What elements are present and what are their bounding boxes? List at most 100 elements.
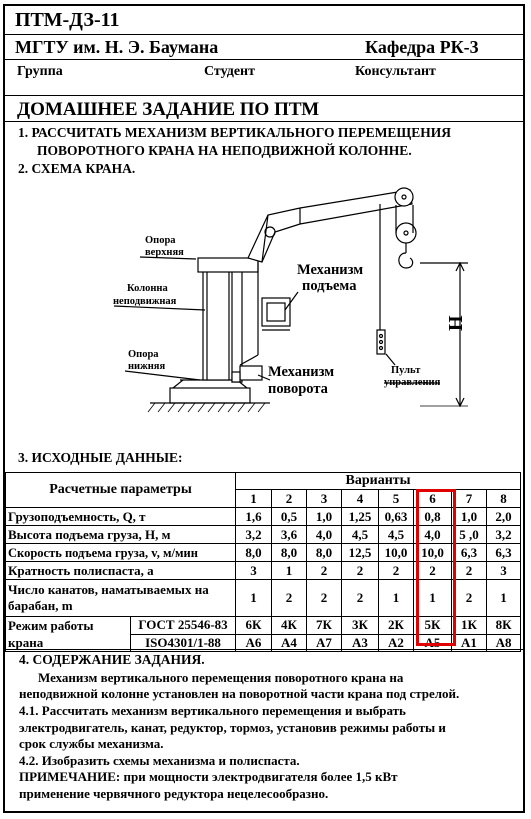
cell: 6К [235,616,272,635]
header-university-row: МГТУ им. Н. Э. Баумана Кафедра РК-3 [5,35,525,60]
header-code-row: ПТМ-ДЗ-11 [5,6,525,35]
cell: А2 [378,633,414,652]
cell: 3 [235,561,272,580]
cell: 0,8 [413,507,452,526]
parameters-table: Расчетные параметры Варианты 1 2 3 4 5 6… [5,472,522,652]
cell: 4К [271,616,307,635]
cell: 3,6 [271,525,307,544]
department-name: Кафедра РК-3 [365,37,479,57]
cell: 1 [235,579,272,617]
cell: 0,5 [271,507,307,526]
cell: 2 [451,561,487,580]
cell: А6 [235,633,272,652]
row-label: Грузоподъемность, Q, т [5,507,236,526]
content-p2-line3: срок службы механизма. [19,736,164,751]
content-p2-line1: 4.1. Рассчитать механизм вертикального п… [19,703,406,718]
row-label: Кратность полиспаста, a [5,561,236,580]
university-name: МГТУ им. Н. Э. Баумана [15,37,219,57]
title-row: ДОМАШНЕЕ ЗАДАНИЕ ПО ПТМ [5,96,525,122]
cell: 8,0 [271,543,307,562]
cell: 6,3 [485,543,522,562]
cell: 2 [341,579,379,617]
cell: 3К [341,616,379,635]
cell: 2 [341,561,379,580]
cell: 0,63 [378,507,414,526]
content-p3: 4.2. Изобразить схемы механизма и полисп… [19,753,300,768]
cell: 12,5 [341,543,379,562]
doc-code: ПТМ-ДЗ-11 [15,9,120,31]
cell: 8К [485,616,522,635]
variant-6-highlight [416,489,456,646]
content-p1-line1: Механизм вертикального перемещения повор… [38,670,404,685]
row-label: Число канатов, наматываемых на барабан, … [5,579,236,617]
cell: 4,5 [341,525,379,544]
crane-diagram: Опора верхняя Колонна неподвижная Опора … [113,187,468,413]
cell: 4,5 [378,525,414,544]
label-control-1: Пульт [391,365,421,376]
label-support-top-1: Опора [145,235,176,246]
cell: 1,0 [306,507,342,526]
variant-number: 3 [306,489,342,508]
cell: 1 [485,579,522,617]
row-label: Высота подъема груза, Н, м [5,525,236,544]
cell: 4,0 [413,525,452,544]
note-text: при мощности электродвигателя более 1,5 … [120,769,398,784]
label-support-bottom-1: Опора [128,349,159,360]
cell: 3 [485,561,522,580]
note-label: ПРИМЕЧАНИЕ: [19,769,121,784]
cell: А7 [306,633,342,652]
gost-label: ГОСТ 25546-83 [130,616,236,635]
variant-number: 7 [451,489,487,508]
page-title: ДОМАШНЕЕ ЗАДАНИЕ ПО ПТМ [17,99,320,120]
table-header-row: Расчетные параметры Варианты [5,472,522,508]
label-support-bottom-2: нижняя [128,361,165,372]
mode-label: Режим работы крана [5,616,131,652]
variant-number: 5 [378,489,414,508]
group-label: Группа [17,64,63,79]
variant-number: 1 [235,489,272,508]
scheme-heading: 2. СХЕМА КРАНА. [18,161,136,176]
cell: 3,2 [235,525,272,544]
cell: 2 [306,579,342,617]
title-divider [5,121,525,122]
cell: 8,0 [235,543,272,562]
cell: 2К [378,616,414,635]
cell: 6,3 [451,543,487,562]
variants-header: Варианты [234,472,522,490]
label-lift-1: Механизм [297,262,363,278]
cell: 1 [271,561,307,580]
cell: 1 [413,579,452,617]
content-divider [5,649,525,650]
cell: А4 [271,633,307,652]
cell: 2,0 [485,507,522,526]
initial-data-heading: 3. ИСХОДНЫЕ ДАННЫЕ: [18,450,183,465]
task-line-2: ПОВОРОТНОГО КРАНА НА НЕПОДВИЖНОЙ КОЛОННЕ… [37,143,412,158]
label-height-h: Н [445,315,467,331]
cell: 1,0 [451,507,487,526]
consultant-label: Консультант [355,64,436,79]
cell: 2 [271,579,307,617]
cell: 7К [306,616,342,635]
page-frame [3,4,525,813]
content-p2-line2: электродвигатель, канат, редуктор, тормо… [19,720,446,735]
label-rotation-2: поворота [268,381,329,397]
cell: 2 [451,579,487,617]
cell: А8 [485,633,522,652]
cell: 2 [378,561,414,580]
label-column-2: неподвижная [113,296,177,307]
cell: 3,2 [485,525,522,544]
variant-number: 8 [485,489,522,508]
cell: 2 [306,561,342,580]
cell: 1 [378,579,414,617]
task-line-1: 1. РАССЧИТАТЬ МЕХАНИЗМ ВЕРТИКАЛЬНОГО ПЕР… [18,125,452,140]
label-lift-2: подъема [302,278,357,294]
cell: 1К [451,616,487,635]
cell: 10,0 [378,543,414,562]
cell: 4,0 [306,525,342,544]
row-label: Скорость подъема груза, v, м/мин [5,543,236,562]
